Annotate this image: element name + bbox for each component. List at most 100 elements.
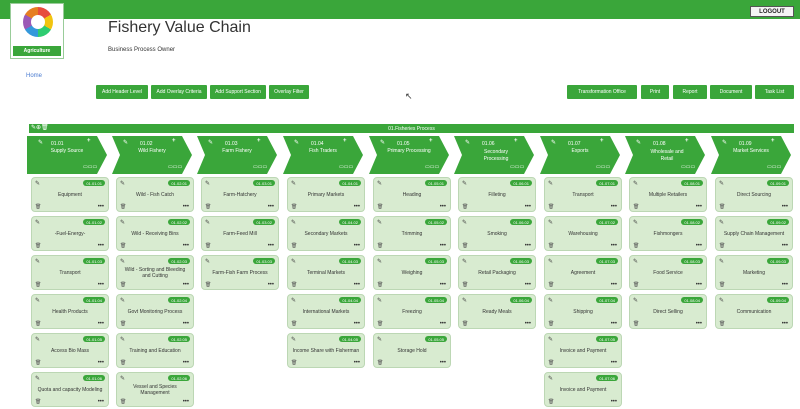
trash-icon[interactable]: 🗑	[377, 243, 384, 249]
edit-icon[interactable]: ✎	[548, 376, 554, 382]
trash-icon[interactable]: 🗑	[377, 204, 384, 210]
edit-icon[interactable]: ✎	[719, 220, 725, 226]
edit-icon[interactable]: ✎	[377, 220, 383, 226]
more-icon[interactable]: •••	[610, 243, 617, 249]
edit-icon[interactable]: ✎	[35, 259, 41, 265]
more-icon[interactable]: •••	[182, 204, 189, 210]
trash-icon[interactable]: 🗑	[719, 282, 726, 288]
edit-icon[interactable]: ✎	[294, 140, 300, 146]
edit-icon[interactable]: ✎	[377, 181, 383, 187]
edit-icon[interactable]: ✎	[291, 259, 297, 265]
edit-icon[interactable]: ✎	[380, 140, 386, 146]
more-icon[interactable]: •••	[97, 360, 104, 366]
trash-icon[interactable]: 🗑	[205, 243, 212, 249]
edit-icon[interactable]: ✎	[120, 337, 126, 343]
edit-icon[interactable]: ✎	[377, 337, 383, 343]
agriculture-logo[interactable]: Agriculture	[10, 3, 64, 59]
more-icon[interactable]: •••	[524, 204, 531, 210]
edit-icon[interactable]: ✎	[38, 140, 44, 146]
more-icon[interactable]: •••	[610, 360, 617, 366]
edit-icon[interactable]: ✎	[208, 140, 214, 146]
more-icon[interactable]: •••	[439, 243, 446, 249]
more-icon[interactable]: •••	[182, 321, 189, 327]
more-icon[interactable]: ▭▭▭	[253, 164, 268, 170]
trash-icon[interactable]: 🗑	[377, 282, 384, 288]
add-icon[interactable]: +	[257, 138, 261, 144]
more-icon[interactable]: ▭▭▭	[168, 164, 183, 170]
more-icon[interactable]: •••	[695, 204, 702, 210]
edit-icon[interactable]: ✎	[291, 337, 297, 343]
more-icon[interactable]: •••	[524, 282, 531, 288]
trash-icon[interactable]: 🗑	[291, 321, 298, 327]
trash-icon[interactable]: 🗑	[719, 204, 726, 210]
trash-icon[interactable]: 🗑	[35, 360, 42, 366]
edit-icon[interactable]: ✎	[462, 220, 468, 226]
more-icon[interactable]: •••	[97, 321, 104, 327]
more-icon[interactable]: •••	[695, 243, 702, 249]
more-icon[interactable]: •••	[353, 243, 360, 249]
more-icon[interactable]: •••	[439, 204, 446, 210]
add-icon[interactable]: +	[172, 138, 176, 144]
add-icon[interactable]: +	[429, 138, 433, 144]
edit-icon[interactable]: ✎	[548, 181, 554, 187]
more-icon[interactable]: •••	[353, 321, 360, 327]
more-icon[interactable]: •••	[97, 243, 104, 249]
more-icon[interactable]: ▭▭▭	[596, 164, 611, 170]
edit-icon[interactable]: ✎	[291, 181, 297, 187]
trash-icon[interactable]: 🗑	[205, 204, 212, 210]
trash-icon[interactable]: 🗑	[633, 243, 640, 249]
process-card[interactable]: ✎01.01.02-Fuel-Energy-🗑•••	[31, 216, 109, 251]
add-icon[interactable]: +	[771, 138, 775, 144]
trash-icon[interactable]: 🗑	[291, 360, 298, 366]
trash-icon[interactable]: 🗑	[548, 282, 555, 288]
more-icon[interactable]: •••	[610, 204, 617, 210]
trash-icon[interactable]: 🗑	[35, 204, 42, 210]
more-icon[interactable]: •••	[524, 321, 531, 327]
trash-icon[interactable]: 🗑	[548, 360, 555, 366]
add-icon[interactable]: +	[87, 138, 91, 144]
trash-icon[interactable]: 🗑	[633, 321, 640, 327]
print-button[interactable]: Print	[641, 85, 669, 99]
trash-icon[interactable]: 🗑	[462, 321, 469, 327]
edit-icon[interactable]: ✎	[548, 259, 554, 265]
edit-icon[interactable]: ✎	[462, 298, 468, 304]
trash-icon[interactable]: 🗑	[548, 321, 555, 327]
add-icon[interactable]: +	[343, 138, 347, 144]
trash-icon[interactable]: 🗑	[633, 282, 640, 288]
more-icon[interactable]: ▭▭▭	[425, 164, 440, 170]
edit-icon[interactable]: ✎	[120, 181, 126, 187]
more-icon[interactable]: •••	[353, 282, 360, 288]
more-icon[interactable]: •••	[781, 204, 788, 210]
edit-icon[interactable]: ✎	[633, 220, 639, 226]
edit-icon[interactable]: ✎	[291, 220, 297, 226]
trash-icon[interactable]: 🗑	[548, 399, 555, 405]
